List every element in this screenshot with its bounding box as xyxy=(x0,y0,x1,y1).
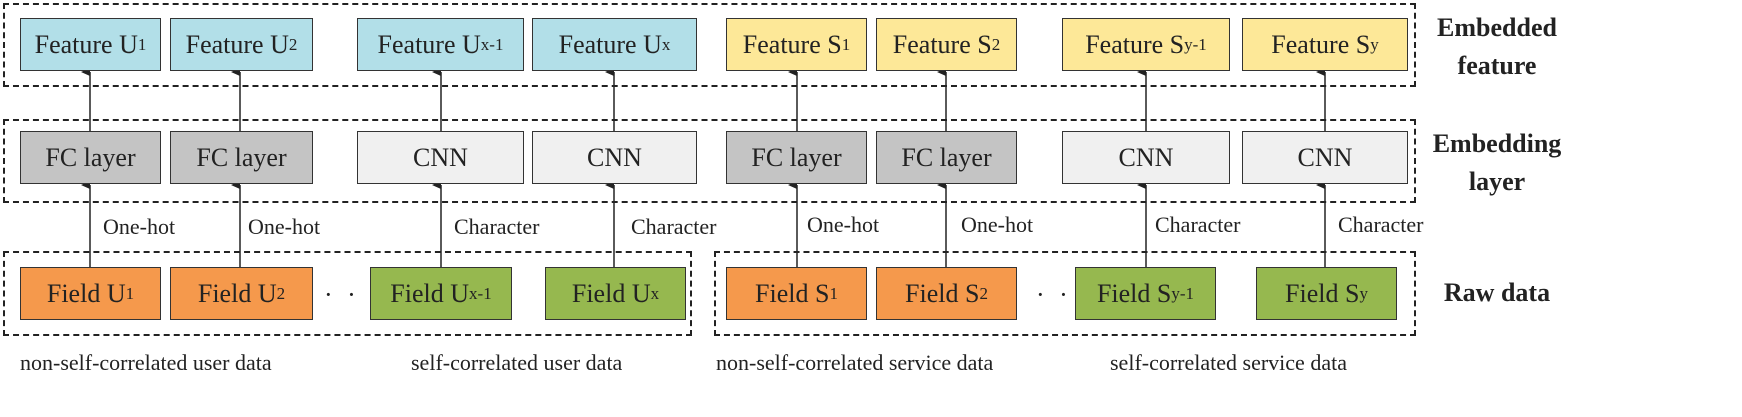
side-label-embedded-feature-line2: feature xyxy=(1457,51,1537,80)
encoding-label-ux: Character xyxy=(631,214,717,239)
encoding-label-sy: Character xyxy=(1338,212,1424,237)
encoding-label-u1: One-hot xyxy=(103,214,176,239)
feature-s2-base: Feature S xyxy=(892,29,992,59)
field-ux1-base: Field U xyxy=(390,278,470,308)
feature-sy-base: Feature S xyxy=(1271,29,1371,59)
caption-non-self-correlated-service-data: non-self-correlated service data xyxy=(716,350,994,375)
field-ux-base: Field U xyxy=(571,278,651,308)
side-label-embedding-layer-line1: Embedding xyxy=(1432,129,1562,158)
fc-layer-u2: FC layer xyxy=(170,131,313,184)
field-s1-base: Field S xyxy=(755,278,830,308)
side-label-embedded-feature-line1: Embedded xyxy=(1437,13,1557,42)
raw-data-service-region xyxy=(714,251,1416,336)
field-sy1-base: Field S xyxy=(1096,278,1172,308)
feature-u1-base: Feature U xyxy=(34,29,138,59)
cnn-ux1: CNN xyxy=(357,131,524,184)
feature-ux1-base: Feature U xyxy=(377,29,481,59)
encoding-label-ux1: Character xyxy=(454,214,540,239)
embedding-layer-region xyxy=(3,119,1416,203)
caption-non-self-correlated-user-data: non-self-correlated user data xyxy=(20,350,272,375)
fc-layer-u1: FC layer xyxy=(20,131,161,184)
feature-s1-base: Feature S xyxy=(742,29,842,59)
raw-data-user-region xyxy=(3,251,692,336)
field-s2-base: Field S xyxy=(905,278,980,308)
embedded-feature-region xyxy=(3,3,1416,87)
caption-self-correlated-user-data: self-correlated user data xyxy=(411,350,623,375)
side-label-raw-data: Raw data xyxy=(1443,278,1551,307)
feature-u2-base: Feature U xyxy=(185,29,289,59)
caption-self-correlated-service-data: self-correlated service data xyxy=(1110,350,1347,375)
encoding-label-s1: One-hot xyxy=(807,212,880,237)
feature-ux-base: Feature U xyxy=(558,29,662,59)
user-fields-ellipsis: · · · xyxy=(324,280,383,309)
side-label-embedded-feature: Embedded feature xyxy=(1422,9,1572,85)
field-sy-base: Field S xyxy=(1285,278,1360,308)
fc-layer-s2: FC layer xyxy=(876,131,1017,184)
cnn-sy: CNN xyxy=(1242,131,1408,184)
encoding-label-s2: One-hot xyxy=(961,212,1034,237)
cnn-sy1: CNN xyxy=(1062,131,1230,184)
field-u2-base: Field U xyxy=(197,278,277,308)
feature-sy1-base: Feature S xyxy=(1085,29,1185,59)
encoding-label-sy1: Character xyxy=(1155,212,1241,237)
fc-layer-s1: FC layer xyxy=(726,131,867,184)
side-label-embedding-layer-line2: layer xyxy=(1468,167,1526,196)
encoding-label-u2: One-hot xyxy=(248,214,321,239)
side-label-embedding-layer: Embedding layer xyxy=(1422,125,1572,201)
cnn-ux: CNN xyxy=(532,131,697,184)
field-u1-base: Field U xyxy=(46,278,126,308)
